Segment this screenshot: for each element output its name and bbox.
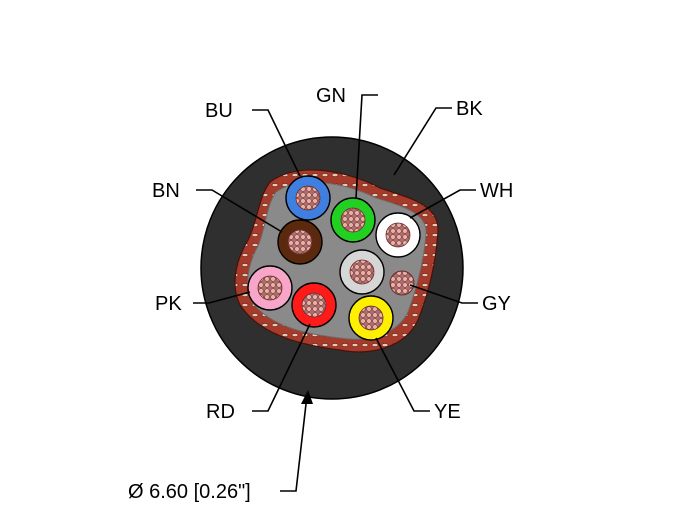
leader-bk — [393, 107, 452, 176]
label-gn: GN — [316, 85, 346, 107]
leader-ye — [375, 337, 430, 412]
diameter-arrow-icon — [301, 390, 313, 404]
drain-wire — [389, 270, 415, 296]
leader-gy — [409, 284, 478, 304]
label-bk: BK — [456, 98, 483, 120]
conductor-gy — [339, 249, 385, 295]
label-gy: GY — [482, 293, 511, 315]
leader-wh — [409, 189, 476, 219]
label-wh: WH — [480, 180, 513, 202]
leader-bu — [252, 109, 301, 177]
leader-rd — [252, 323, 311, 412]
label-rd: RD — [206, 401, 235, 423]
leader-bn — [196, 189, 283, 233]
label-pk: PK — [155, 293, 182, 315]
conductor-rd — [291, 282, 337, 328]
leader-pk — [193, 291, 251, 304]
label-ye: YE — [434, 401, 461, 423]
leader-gn — [355, 94, 378, 199]
conductor-bn — [277, 219, 323, 265]
conductor-gn — [330, 197, 376, 243]
conductor-ye — [348, 295, 394, 341]
label-bu: BU — [205, 100, 233, 122]
label-bn: BN — [152, 180, 180, 202]
conductor-pk — [247, 265, 293, 311]
leader-diameter — [280, 403, 307, 492]
conductor-bu — [285, 175, 331, 221]
conductor-wh — [375, 212, 421, 258]
label-diameter: Ø 6.60 [0.26"] — [128, 481, 251, 503]
